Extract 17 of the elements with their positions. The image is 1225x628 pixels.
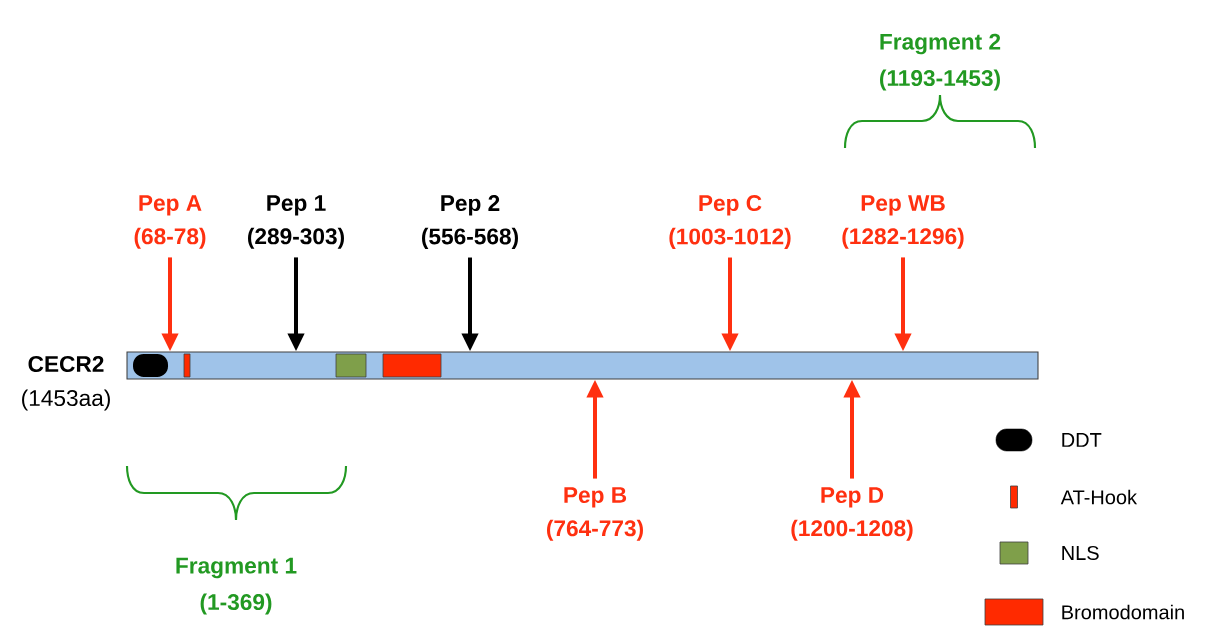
peptide-label: Pep A (68-78) xyxy=(134,195,206,249)
peptide-label: Pep D (1200-1208) xyxy=(791,487,913,541)
peptide-label: Pep WB (1282-1296) xyxy=(842,195,964,249)
protein-name: CECR2 xyxy=(28,355,104,373)
legend-label: NLS xyxy=(1062,545,1099,561)
fragment-label: (1193-1453) xyxy=(880,69,1000,91)
legend-label: AT-Hook xyxy=(1060,489,1138,505)
fragment-label: Fragment 2 xyxy=(880,33,1001,55)
fragment-label: Fragment 1 xyxy=(176,557,297,579)
peptide-label: Pep C (1003-1012) xyxy=(669,195,791,249)
fragment-label: (1-369) xyxy=(200,593,272,615)
legend-label: Bromodomain xyxy=(1062,604,1184,620)
protein-length: (1453aa) xyxy=(22,389,110,411)
legend-label: DDT xyxy=(1062,433,1102,447)
peptide-label: Pep 2 (556-568) xyxy=(422,195,518,249)
peptide-label: Pep B (764-773) xyxy=(547,487,643,541)
peptide-label: Pep 1 (289-303) xyxy=(248,195,344,249)
